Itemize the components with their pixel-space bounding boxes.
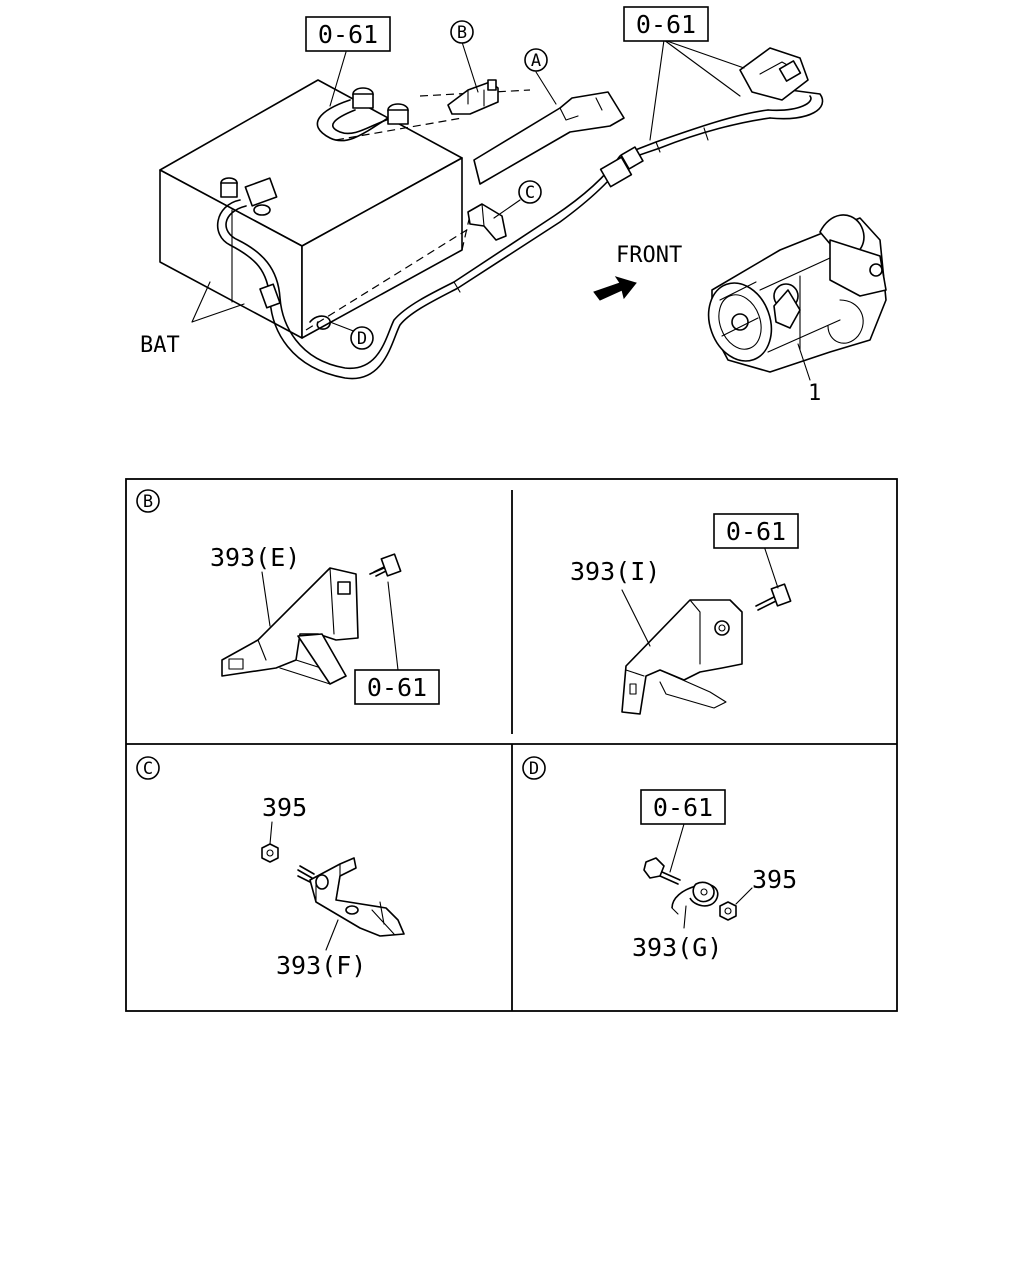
callout-c[interactable]: C [518, 180, 542, 204]
battery [159, 79, 463, 339]
ref-box-0-61-b-left[interactable]: 0-61 [354, 669, 440, 705]
ref-label: 0-61 [367, 673, 427, 702]
front-arrow-icon [593, 276, 637, 301]
cable-end-connector [739, 47, 824, 120]
label-395: 395 [262, 793, 307, 822]
label-393i: 393(I) [570, 557, 660, 586]
callout-label: B [457, 23, 467, 43]
ref-label: 0-61 [653, 793, 713, 822]
part-number-1: 1 [808, 381, 821, 406]
bracket-b [447, 79, 499, 115]
starter-motor [707, 214, 887, 373]
label-393e: 393(E) [210, 543, 300, 572]
panel-key-c: C [136, 756, 160, 780]
battery-terminal-link [316, 87, 409, 142]
label-393g: 393(G) [632, 933, 722, 962]
ref-label: 0-61 [318, 20, 378, 49]
callout-label: C [525, 183, 535, 203]
label-393f: 393(F) [276, 951, 366, 980]
panel-key-label: B [143, 492, 153, 512]
panel-d: D 0-61 395 393(G) [522, 756, 797, 962]
panel-b: B 393(E) 0-61 [136, 489, 799, 715]
detail-grid [125, 478, 898, 1012]
panel-key-label: C [143, 759, 153, 779]
bolt [755, 583, 792, 611]
bracket-393g [671, 881, 719, 915]
nut [261, 843, 279, 863]
overview-illustration: 0-61 0-61 B A C D BAT FRONT 1 [140, 6, 887, 406]
callout-b[interactable]: B [450, 20, 474, 44]
ref-box-0-61-right[interactable]: 0-61 [623, 6, 709, 42]
panel-key-b: B [136, 489, 160, 513]
bracket-a [473, 91, 625, 185]
bracket-393e [221, 567, 359, 685]
ref-label: 0-61 [726, 517, 786, 546]
bat-label: BAT [140, 333, 180, 358]
panel-c: C 395 393(F) [136, 756, 405, 980]
ref-box-0-61-d[interactable]: 0-61 [640, 789, 726, 825]
callout-label: D [357, 329, 367, 349]
bracket-393f [309, 857, 405, 937]
callout-a[interactable]: A [524, 48, 548, 72]
front-label: FRONT [616, 243, 682, 268]
panel-key-label: D [529, 759, 539, 779]
bracket-c [467, 203, 507, 241]
battery-cable [216, 109, 771, 380]
ref-label: 0-61 [636, 10, 696, 39]
callout-d[interactable]: D [350, 326, 374, 350]
bracket-393i [621, 599, 743, 715]
panel-key-d: D [522, 756, 546, 780]
callout-label: A [531, 51, 541, 71]
nut [719, 901, 737, 921]
ref-box-0-61-b-right[interactable]: 0-61 [713, 513, 799, 549]
battery-terminal [220, 177, 278, 216]
bolt [369, 553, 402, 577]
bolt [643, 857, 681, 885]
ref-box-0-61-left[interactable]: 0-61 [305, 16, 391, 52]
stud [297, 865, 315, 883]
label-395: 395 [752, 865, 797, 894]
